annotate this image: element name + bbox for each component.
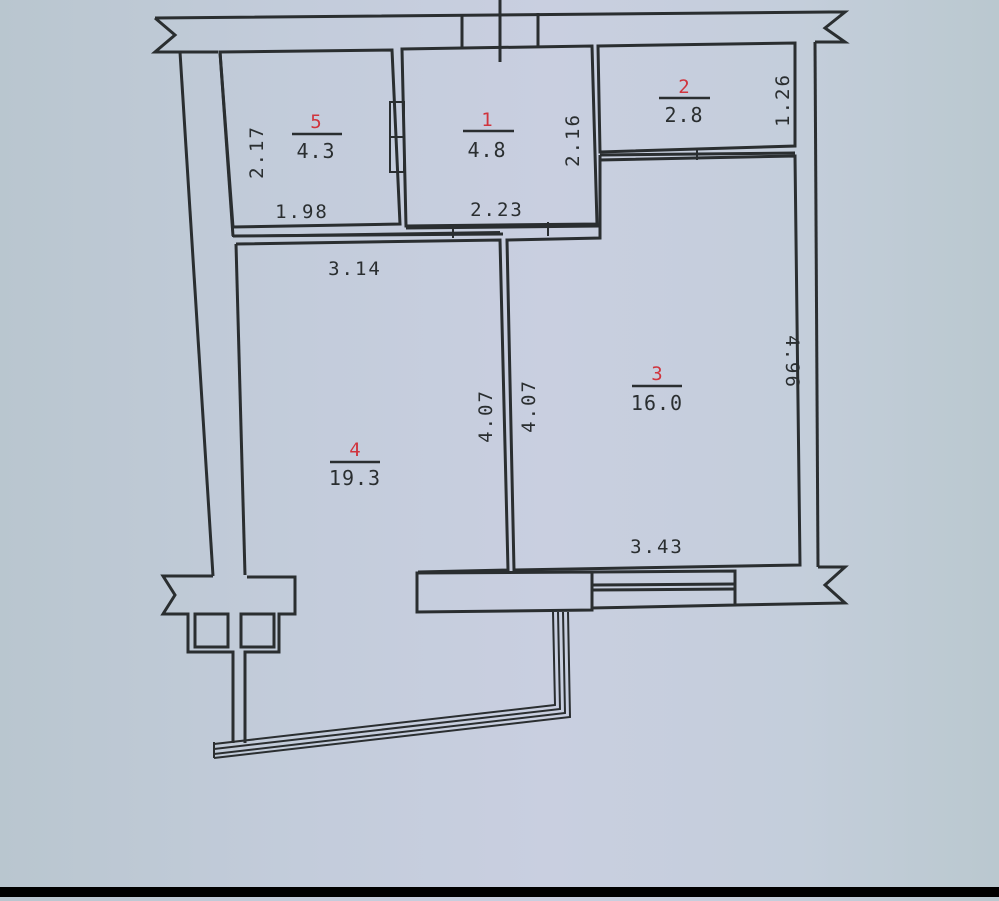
svg-text:2: 2 [678, 76, 689, 98]
svg-text:4.07: 4.07 [475, 389, 497, 443]
svg-text:3.14: 3.14 [328, 258, 382, 280]
lower-left-wall [160, 574, 297, 743]
svg-text:3: 3 [651, 363, 662, 385]
bottom-black-bar [0, 887, 999, 897]
svg-text:5: 5 [310, 111, 321, 133]
room-3-label: 3 16.0 3.43 4.07 4.96 [518, 335, 803, 558]
room-2-label: 2 2.8 1.26 [659, 73, 794, 127]
outer-wall-right [734, 41, 849, 607]
balcony [213, 611, 572, 759]
svg-text:16.0: 16.0 [631, 391, 683, 415]
svg-text:3.43: 3.43 [630, 536, 684, 558]
svg-text:4.96: 4.96 [781, 335, 803, 389]
svg-text:4.07: 4.07 [518, 379, 540, 433]
room-1-walls [389, 44, 599, 228]
svg-text:1: 1 [481, 109, 492, 131]
svg-text:2.23: 2.23 [470, 199, 524, 221]
svg-text:1.26: 1.26 [772, 73, 794, 127]
svg-text:4.3: 4.3 [296, 139, 335, 163]
svg-text:2.16: 2.16 [562, 113, 584, 167]
room-5-label: 5 4.3 1.98 2.17 [246, 111, 342, 223]
room-5-walls [218, 48, 402, 229]
room-1-label: 1 4.8 2.23 2.16 [463, 109, 584, 221]
bottom-wall-window [415, 569, 737, 614]
svg-text:4.8: 4.8 [467, 138, 506, 162]
svg-text:2.17: 2.17 [246, 125, 268, 179]
room-4-walls [234, 238, 510, 576]
svg-text:1.98: 1.98 [275, 201, 329, 223]
room-2-walls [596, 41, 797, 154]
svg-text:2.8: 2.8 [664, 103, 703, 127]
svg-text:4: 4 [349, 439, 360, 461]
room-3-walls [505, 154, 802, 572]
outer-wall-top [150, 0, 850, 62]
room-4-label: 3.14 4 19.3 4.07 [328, 258, 497, 490]
svg-text:19.3: 19.3 [329, 466, 381, 490]
